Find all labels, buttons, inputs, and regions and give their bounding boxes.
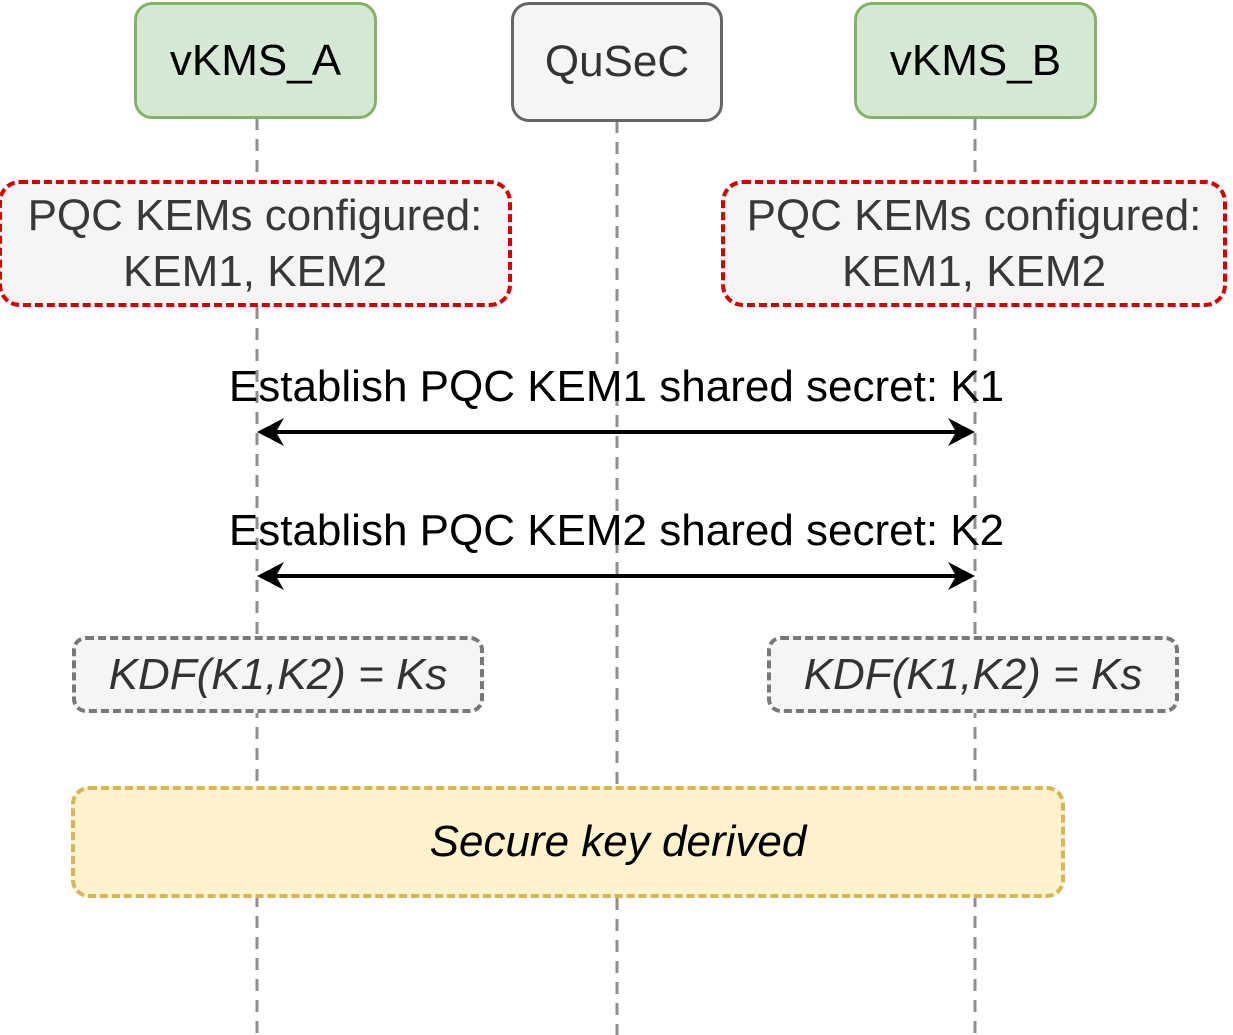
kdf-right-label: KDF(K1,K2) = Ks (803, 649, 1143, 699)
actor-qusec: QuSeC (511, 2, 723, 122)
arrowhead-left-icon (257, 562, 284, 590)
banner-secure-key-derived: Secure key derived (71, 786, 1065, 898)
actor-vkms-b-label: vKMS_B (889, 35, 1062, 85)
note-right-line2: KEM1, KEM2 (841, 246, 1107, 296)
actor-vkms-a-label: vKMS_A (169, 35, 342, 85)
kdf-note-right: KDF(K1,K2) = Ks (767, 636, 1179, 713)
actor-qusec-label: QuSeC (544, 37, 690, 86)
arrowhead-right-icon (948, 562, 975, 590)
note-pqc-kems-left: PQC KEMs configured: KEM1, KEM2 (0, 180, 512, 307)
banner-label: Secure key derived (429, 817, 807, 866)
note-right-line1: PQC KEMs configured: (746, 190, 1202, 240)
message-arrow-2 (257, 562, 975, 590)
note-pqc-kems-right: PQC KEMs configured: KEM1, KEM2 (721, 180, 1227, 307)
message-arrow-1 (257, 418, 975, 446)
note-left-line2: KEM1, KEM2 (122, 246, 388, 296)
note-left-line1: PQC KEMs configured: (27, 190, 483, 240)
kdf-left-label: KDF(K1,K2) = Ks (108, 649, 448, 699)
actor-vkms-a: vKMS_A (134, 2, 377, 119)
message-1-label: Establish PQC KEM1 shared secret: K1 (228, 362, 1005, 411)
arrowhead-right-icon (948, 418, 975, 446)
actor-vkms-b: vKMS_B (854, 2, 1097, 119)
message-2-label: Establish PQC KEM2 shared secret: K2 (228, 506, 1005, 555)
arrowhead-left-icon (257, 418, 284, 446)
kdf-note-left: KDF(K1,K2) = Ks (72, 636, 484, 713)
